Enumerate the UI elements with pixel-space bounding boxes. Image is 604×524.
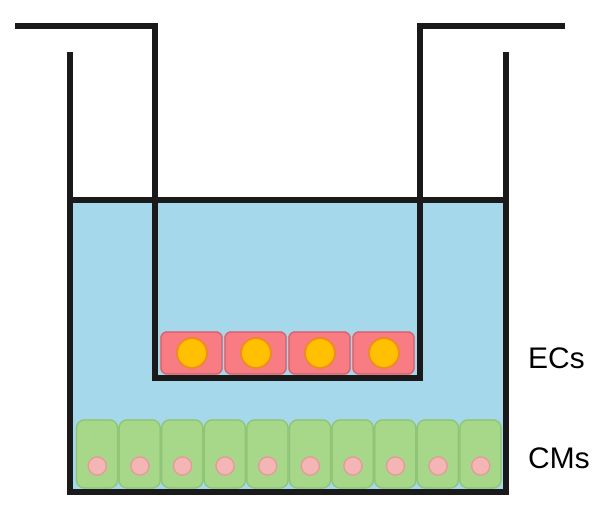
ec-nucleus	[240, 337, 272, 369]
ec-nucleus	[368, 337, 400, 369]
ecs-label: ECs	[528, 342, 585, 375]
cm-cell-body	[331, 419, 374, 489]
ec-nucleus	[176, 337, 208, 369]
cm-nucleus	[172, 456, 193, 476]
cm-nucleus	[470, 456, 491, 476]
cm-cell-body	[373, 419, 417, 489]
cardiomyocyte-cell	[118, 419, 161, 489]
cardiomyocyte-cell	[203, 419, 247, 489]
cm-nucleus	[343, 456, 363, 476]
cm-nucleus	[87, 456, 108, 476]
cms-label: CMs	[528, 442, 590, 475]
cm-nucleus	[300, 456, 321, 476]
cm-cell-body	[459, 419, 502, 489]
endothelial-cell	[288, 331, 351, 375]
cardiomyocyte-cell	[246, 419, 289, 489]
cardiomyocyte-cell	[75, 419, 119, 489]
cm-cell-body	[288, 419, 332, 489]
cardiomyocyte-cell	[288, 419, 332, 489]
cardiomyocyte-cell	[160, 419, 204, 489]
endothelial-cell	[160, 331, 223, 375]
transwell-insert-outline	[15, 23, 565, 381]
cardiomyocyte-cell	[373, 419, 417, 489]
cm-cell-body	[160, 419, 204, 489]
cardiomyocyte-cell	[331, 419, 374, 489]
cm-nucleus	[130, 456, 150, 476]
ec-nucleus	[304, 337, 336, 369]
cardiomyocyte-layer	[75, 419, 502, 489]
endothelial-cell-layer	[160, 331, 415, 375]
cardiomyocyte-cell	[416, 419, 460, 489]
cm-nucleus	[428, 456, 448, 476]
cm-cell-body	[416, 419, 460, 489]
endothelial-cell	[224, 331, 287, 375]
cm-cell-body	[203, 419, 247, 489]
cardiomyocyte-cell	[459, 419, 502, 489]
cm-nucleus	[215, 456, 235, 476]
outer-well-outline	[67, 52, 509, 495]
cm-cell-body	[118, 419, 161, 489]
cm-cell-body	[75, 419, 119, 489]
cm-nucleus	[385, 456, 406, 476]
endothelial-cell	[352, 331, 415, 375]
cm-cell-body	[246, 419, 289, 489]
cm-nucleus	[257, 456, 278, 476]
